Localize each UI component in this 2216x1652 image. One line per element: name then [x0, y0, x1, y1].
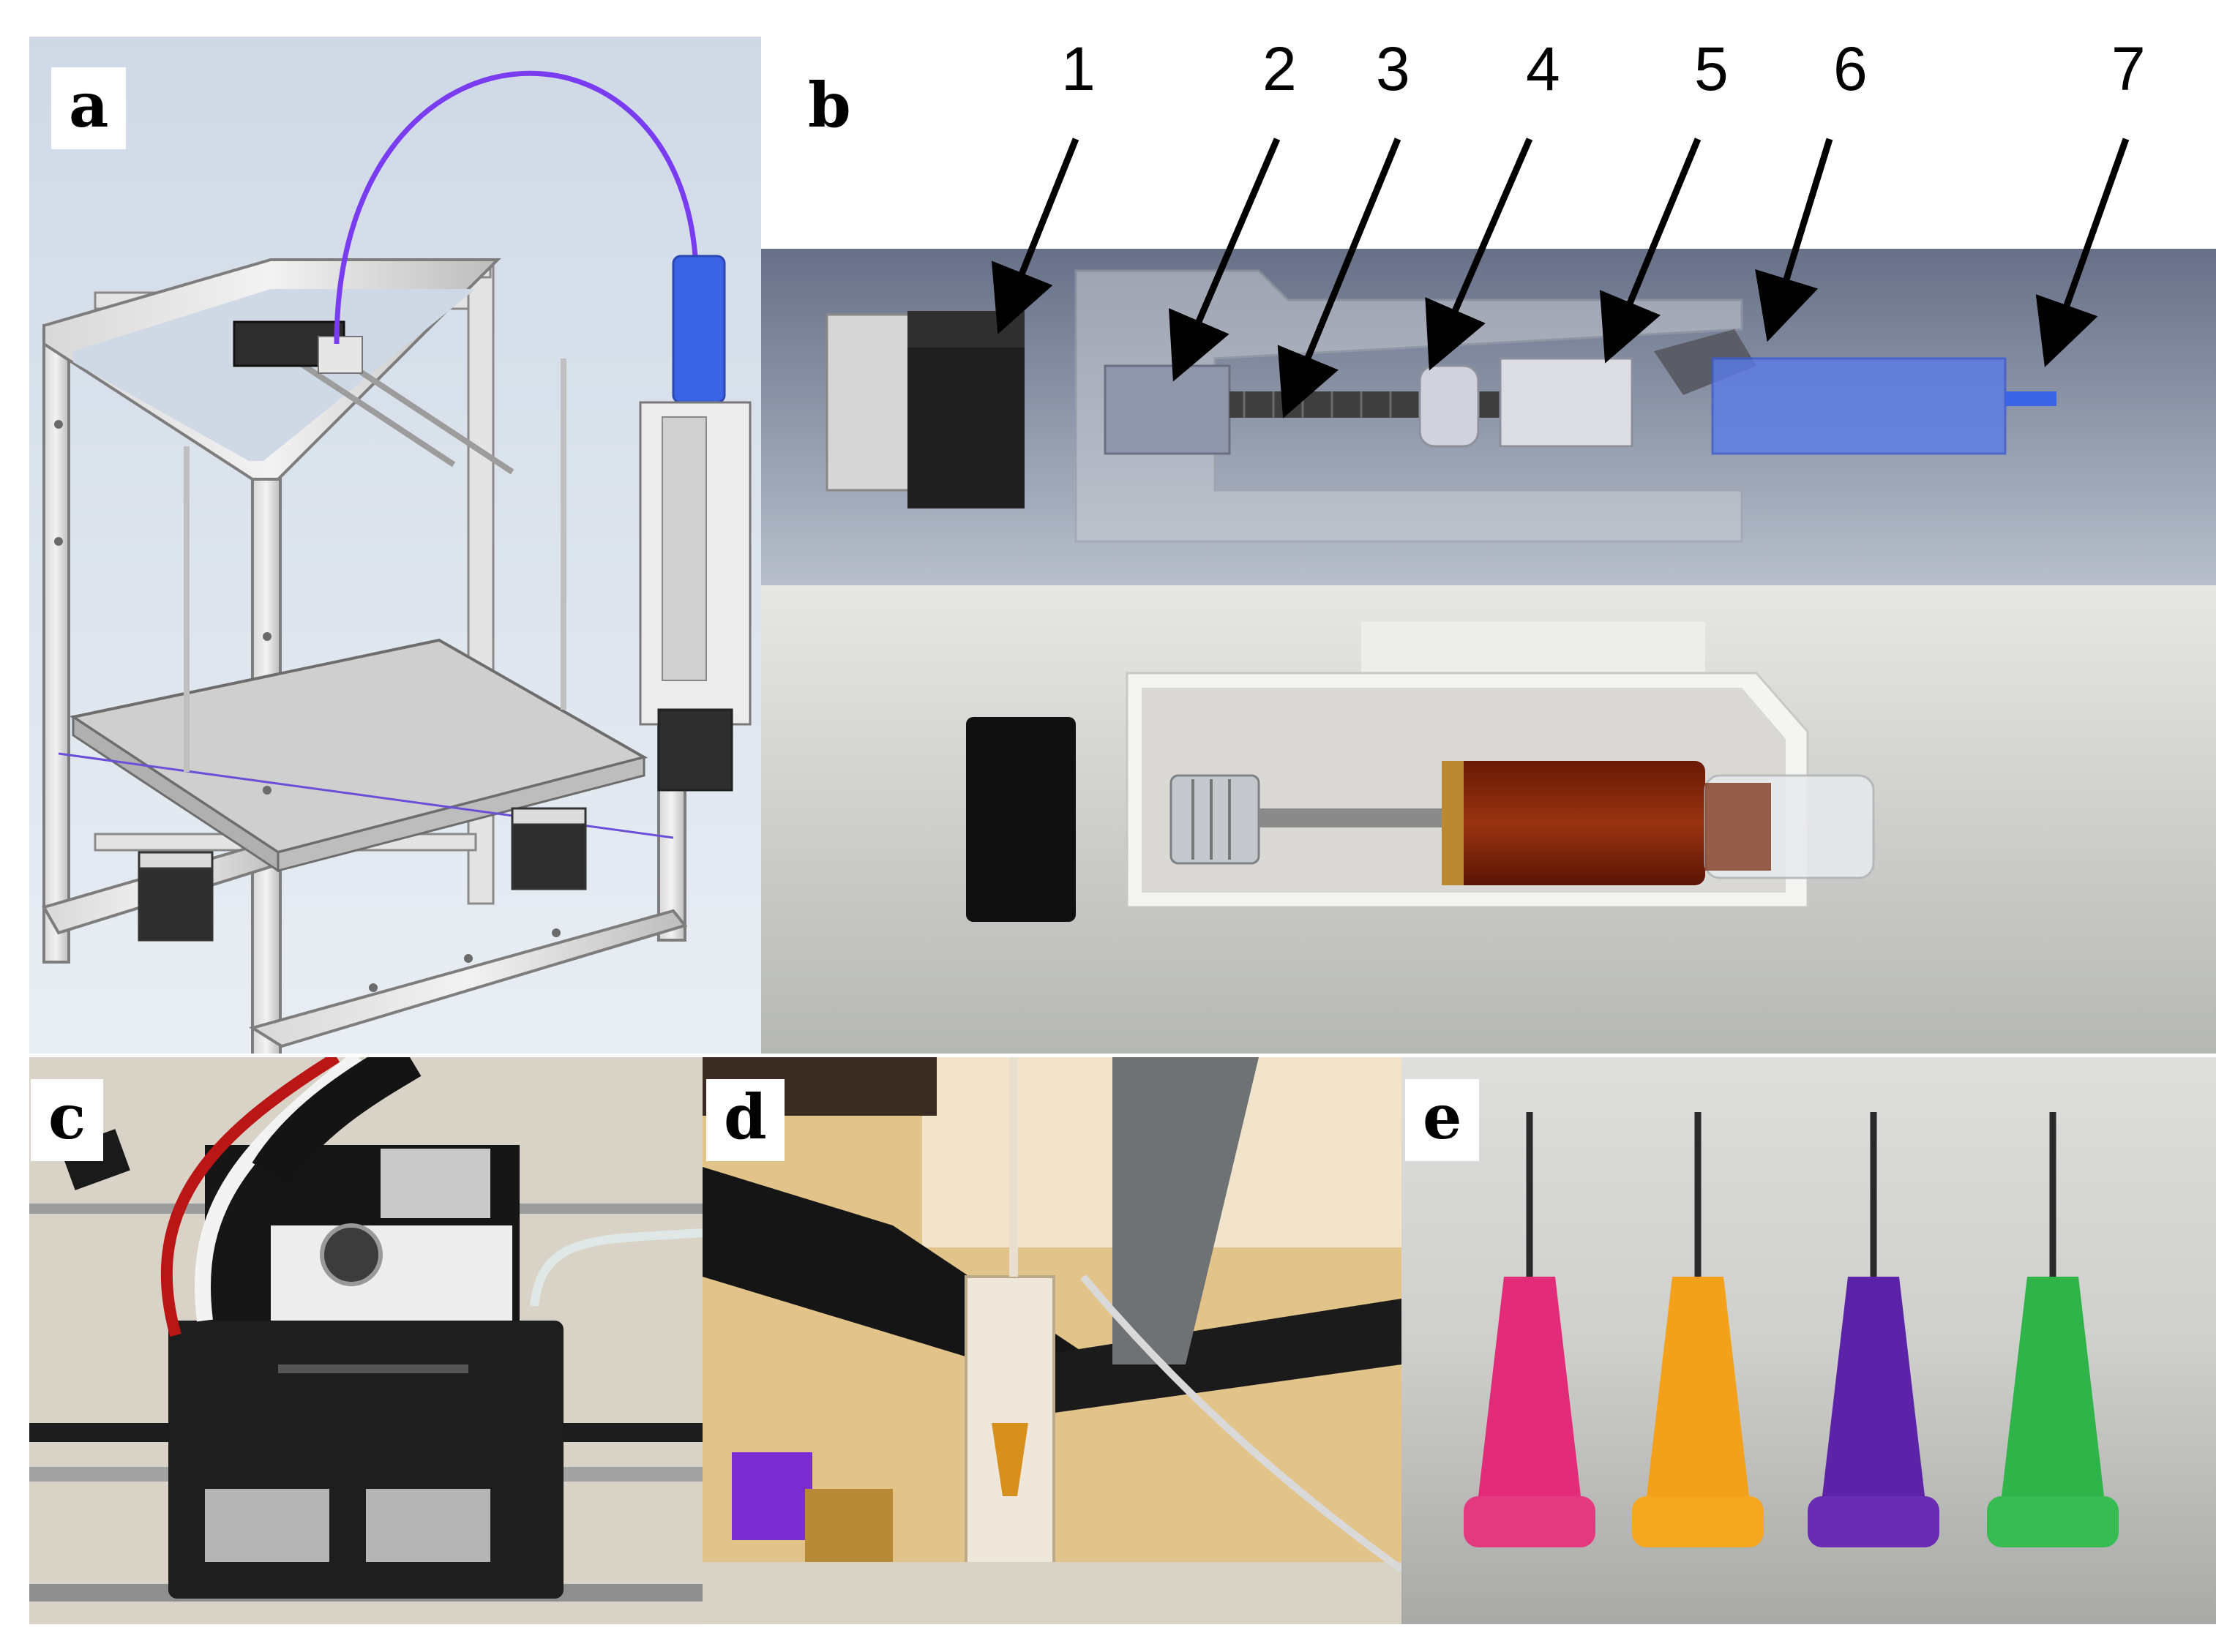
panel-label-a: a — [51, 67, 127, 149]
panel-label-d: d — [706, 1079, 785, 1161]
panel-label-c: c — [31, 1079, 104, 1161]
dispensing-needles-photo — [1401, 1057, 2216, 1624]
needle-hub-green — [1987, 1277, 2119, 1547]
panel-d-nozzle-photo — [703, 1057, 1401, 1624]
extruder-render-and-photo — [761, 249, 2216, 1054]
panel-b-extruder — [761, 249, 2216, 1054]
panel-e-needles-photo — [1401, 1057, 2216, 1624]
nozzle-mount-photo — [703, 1057, 1401, 1624]
carriage-photo — [29, 1057, 703, 1624]
panel-label-b: b — [790, 67, 869, 149]
needle-hub-orange — [1632, 1277, 1764, 1547]
callout-1: 1 — [1061, 34, 1096, 103]
panel-c-carriage-photo — [29, 1057, 703, 1624]
panel-label-e: e — [1405, 1079, 1480, 1161]
callout-4: 4 — [1526, 34, 1560, 103]
callout-7: 7 — [2111, 34, 2146, 103]
needle-hub-purple — [1808, 1277, 1939, 1547]
callout-6: 6 — [1833, 34, 1868, 103]
callout-5: 5 — [1694, 34, 1729, 103]
printer-frame-render — [29, 37, 761, 1054]
panel-a-cad-printer — [29, 37, 761, 1054]
callout-3: 3 — [1376, 34, 1410, 103]
needle-hub-pink — [1464, 1277, 1595, 1547]
callout-2: 2 — [1262, 34, 1297, 103]
